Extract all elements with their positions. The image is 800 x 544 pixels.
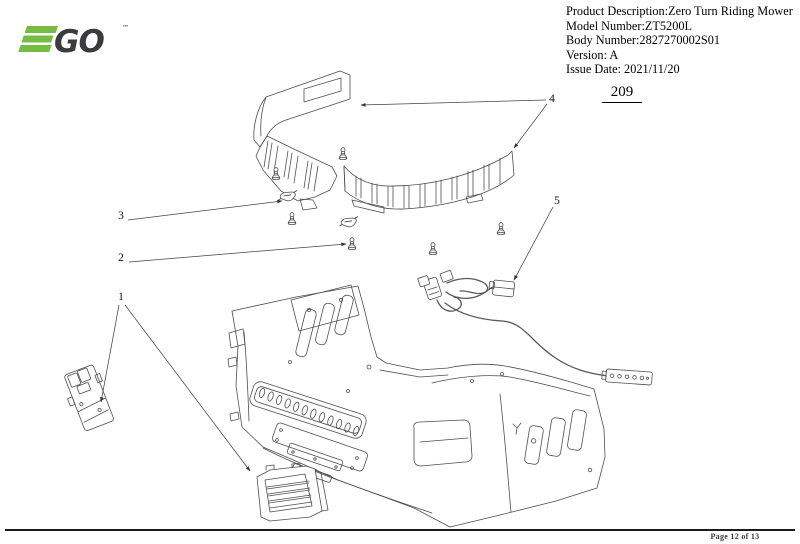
left-grille-panel-part xyxy=(253,70,351,211)
ego-logo: GO ™ xyxy=(10,16,134,62)
clip-icon xyxy=(278,190,298,202)
callout-label-1: 1 xyxy=(118,291,124,303)
callout-label-3: 3 xyxy=(118,210,124,222)
grille-insert-part xyxy=(256,462,329,522)
screw-icon xyxy=(428,242,438,256)
screw-icon xyxy=(338,147,348,161)
callout-leaders xyxy=(100,99,554,472)
header-issue-date: Issue Date: 2021/11/20 xyxy=(566,62,680,77)
wire-harness-part xyxy=(417,270,653,386)
header-model-number: Model Number:ZT5200L xyxy=(566,18,693,33)
screw-icon xyxy=(271,167,281,181)
logo-e-bar-middle xyxy=(21,35,54,43)
right-grille-panel-part xyxy=(343,150,515,214)
screw-icon xyxy=(347,237,357,251)
diagram-sheet-number: 209 xyxy=(602,84,642,103)
callout-label-5: 5 xyxy=(554,195,560,207)
ego-logo-graphic: GO ™ xyxy=(18,24,129,60)
main-body-drawing xyxy=(227,284,606,528)
screw-icon xyxy=(496,222,506,236)
header-product-description: Product Description:Zero Turn Riding Mow… xyxy=(566,4,793,18)
footer-page-indicator: Page 12 of 13 xyxy=(710,532,760,541)
logo-go-text: GO xyxy=(54,24,104,60)
clip-icon xyxy=(339,216,359,228)
side-bracket-part xyxy=(64,364,114,431)
screw-icon xyxy=(287,212,297,226)
logo-e-bar-top xyxy=(24,26,59,33)
header-version: Version: A xyxy=(566,47,619,62)
harness-plug xyxy=(488,279,515,298)
logo-trademark: ™ xyxy=(122,24,129,32)
light-strip xyxy=(601,368,653,386)
callout-label-4: 4 xyxy=(549,93,555,105)
document-header: Product Description:Zero Turn Riding Mow… xyxy=(566,4,798,77)
callout-label-2: 2 xyxy=(118,252,124,264)
header-body-number: Body Number:2827270002S01 xyxy=(566,33,721,48)
footer-divider xyxy=(5,529,795,531)
vent-hole-row xyxy=(258,387,360,437)
logo-e-bar-bottom xyxy=(18,45,52,52)
